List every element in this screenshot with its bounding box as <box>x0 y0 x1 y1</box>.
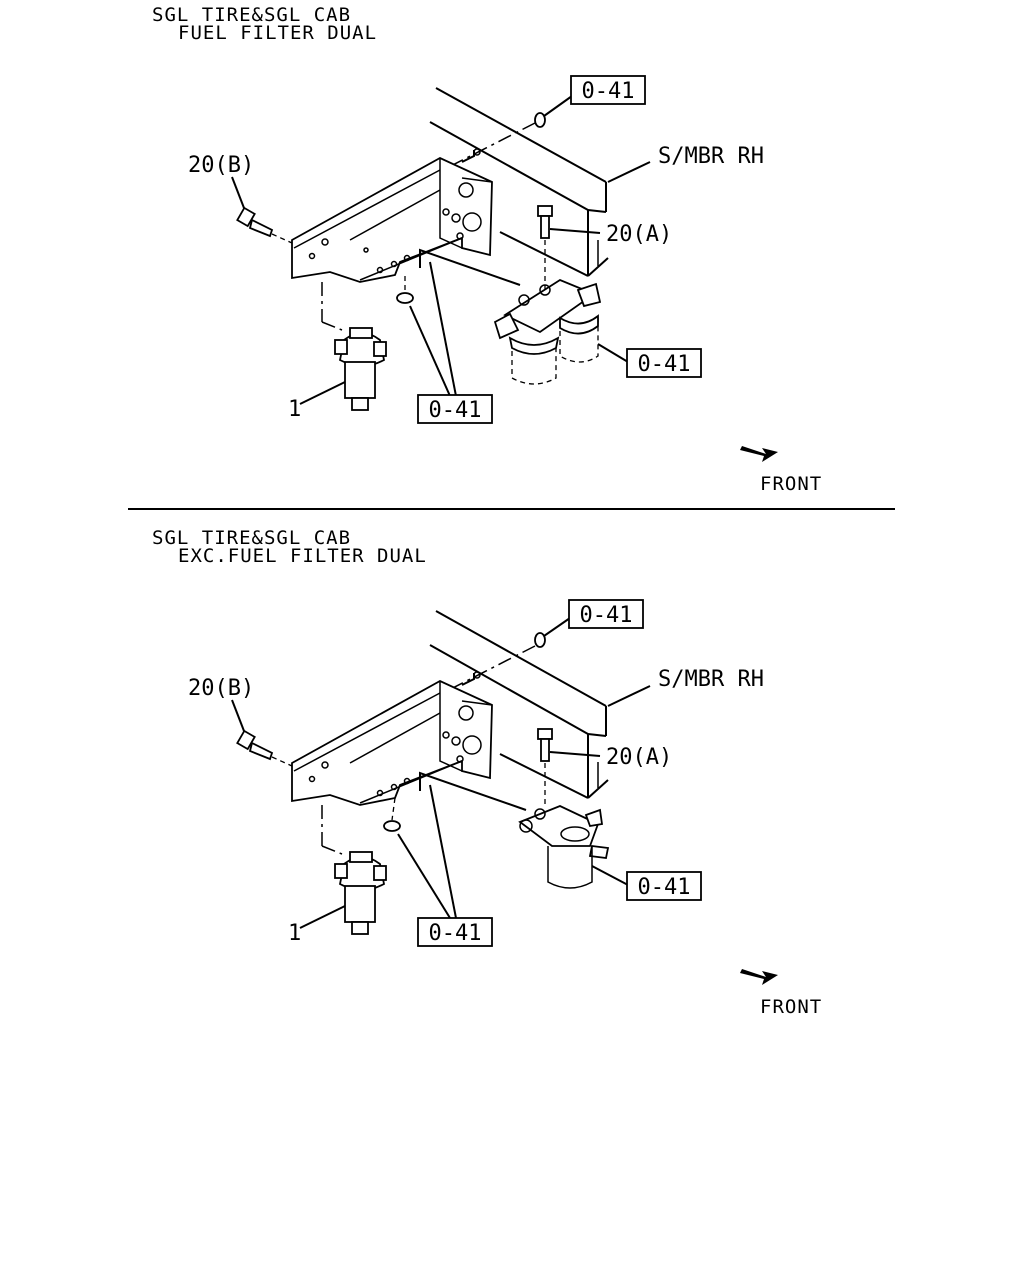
ref-label-filter: 0-41 <box>638 875 691 900</box>
front-label: FRONT <box>760 996 822 1018</box>
ref-box-bottom <box>417 917 493 947</box>
ref-box-filter <box>626 348 702 378</box>
ref-label-top: 0-41 <box>582 79 635 104</box>
part-1-label: 1 <box>288 397 301 422</box>
ref-box-top <box>568 599 644 629</box>
washer-lower <box>396 292 414 304</box>
front-label: FRONT <box>760 473 822 495</box>
fuel-filter-part-1 <box>299 851 387 935</box>
part-1-label: 1 <box>288 921 301 946</box>
bolt-20b <box>231 699 293 767</box>
bolt-20a <box>537 728 601 762</box>
panel-fuel-filter-dual: SGL TIRE&SGL CAB FUEL FILTER DUAL <box>152 4 822 495</box>
ref-label-top: 0-41 <box>580 603 633 628</box>
top-washer <box>534 617 571 648</box>
mounting-bracket <box>291 671 493 806</box>
front-arrow-icon <box>740 969 778 985</box>
fuel-filter-assembly <box>518 805 629 889</box>
ref-box-top <box>570 75 646 105</box>
front-arrow-icon <box>740 446 778 462</box>
bolt-a-label: 20(A) <box>606 222 672 247</box>
bolt-20a <box>537 205 601 239</box>
side-member-frame <box>429 87 609 277</box>
bolt-b-label: 20(B) <box>188 676 254 701</box>
ref-label-bottom: 0-41 <box>429 921 482 946</box>
washer-lower <box>383 820 401 832</box>
ref-label-bottom: 0-41 <box>429 398 482 423</box>
mounting-bracket <box>291 148 493 283</box>
panel-title-line2: FUEL FILTER DUAL <box>178 22 377 44</box>
panel-title-line1: SGL TIRE&SGL CAB <box>152 527 351 549</box>
panel-title-line2: EXC.FUEL FILTER DUAL <box>178 545 427 567</box>
bolt-b-label: 20(B) <box>188 153 254 178</box>
frame-label: S/MBR RH <box>658 667 764 692</box>
panel-exc-fuel-filter-dual: SGL TIRE&SGL CAB EXC.FUEL FILTER DUAL <box>152 527 822 1018</box>
bolt-20b <box>231 176 293 244</box>
dual-fuel-filter-assembly <box>493 278 629 385</box>
frame-label: S/MBR RH <box>658 144 764 169</box>
ref-box-bottom <box>417 394 493 424</box>
bolt-a-label: 20(A) <box>606 745 672 770</box>
ref-box-filter <box>626 871 702 901</box>
side-member-frame <box>429 610 609 799</box>
panel-title-line1: SGL TIRE&SGL CAB <box>152 4 351 26</box>
fuel-filter-part-1 <box>299 327 387 411</box>
top-washer <box>534 95 573 128</box>
ref-label-filter: 0-41 <box>638 352 691 377</box>
